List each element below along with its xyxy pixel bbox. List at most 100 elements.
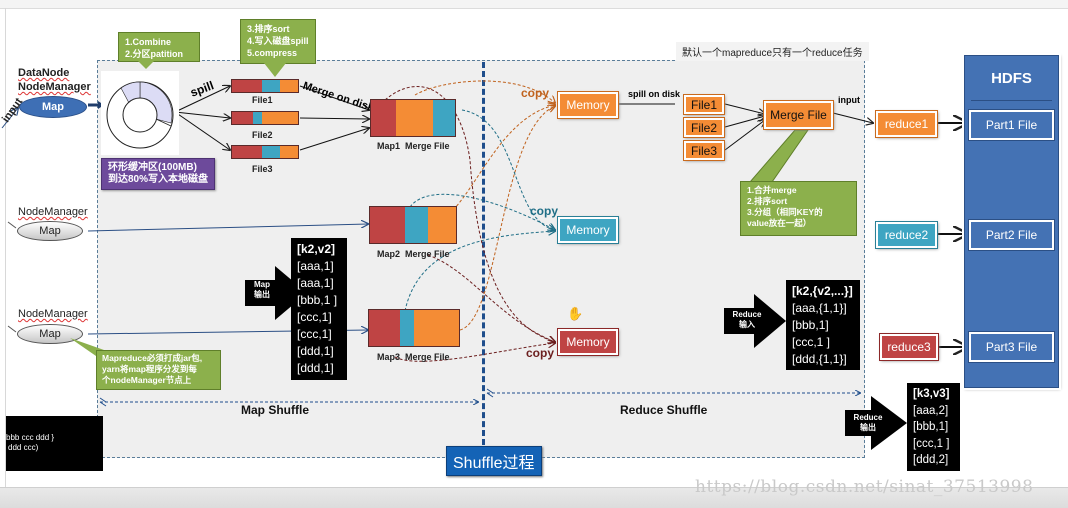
rfile2-arrow — [724, 116, 765, 128]
kv-row: [aaa,{1,1}] — [792, 301, 847, 315]
copy-curve-teal-3 — [404, 231, 555, 312]
callout-line: 3.分组（相同KEY的 — [747, 207, 823, 217]
kv-row: [ccc,1] — [297, 327, 332, 341]
copy-curve-red-3 — [394, 343, 555, 362]
kv-row: [aaa,2] — [913, 404, 949, 417]
arrow-label-line: Reduce — [853, 413, 883, 422]
watermark: https://blog.csdn.net/sinat_37513998 — [695, 477, 1034, 497]
left-rule — [5, 8, 6, 488]
merge-arrow-1 — [299, 85, 369, 110]
map-node-1[interactable]: Map — [19, 96, 87, 118]
map-output-list: [k2,v2] [aaa,1] [aaa,1] [bbb,1 ] [ccc,1]… — [291, 238, 347, 380]
memory-box-teal[interactable]: Memory — [557, 216, 619, 244]
reduce-merge-file[interactable]: Merge File — [763, 100, 834, 130]
callout-line: 2.排序sort — [747, 196, 788, 206]
ring-buffer-image — [101, 71, 179, 155]
spill-arrow-3 — [174, 111, 230, 150]
black-box-line: ddd ccc) — [8, 443, 39, 452]
kv-row: [k3,v3] — [913, 388, 950, 400]
arrow-label-line: Map — [254, 280, 270, 289]
memory-box-red[interactable]: Memory — [557, 328, 619, 356]
rfile1-arrow — [724, 103, 765, 114]
reduce-file-3[interactable]: File3 — [683, 140, 725, 161]
merge-file-label: Map1 Merge File — [377, 141, 450, 151]
combine-callout-pointer — [138, 61, 154, 69]
kv-row: [ddd,{1,1}] — [792, 352, 847, 366]
memory-box-orange[interactable]: Memory — [557, 91, 619, 119]
hdfs-part2[interactable]: Part2 File — [969, 220, 1054, 250]
jar-callout-pointer — [70, 338, 104, 356]
map1-merge-file[interactable] — [370, 99, 456, 137]
callout-line: 环形缓冲区(100MB) — [108, 162, 197, 173]
spill-file-label: File1 — [252, 95, 273, 105]
kv-row: [ddd,1] — [297, 361, 334, 375]
arrow-label-line: 输出 — [254, 290, 270, 299]
kv-row: [bbb,1] — [792, 318, 829, 332]
input-arrow — [1, 108, 18, 129]
callout-line: 3.排序sort — [247, 24, 290, 34]
hdfs-column: HDFS Part1 File Part2 File Part3 File — [964, 55, 1059, 388]
kv-row: [aaa,1] — [297, 276, 334, 290]
spill-file-label: File3 — [252, 164, 273, 174]
merge-arrow-3 — [299, 128, 369, 151]
arrow-label-line: Reduce — [732, 310, 762, 319]
map2-merge-file[interactable] — [369, 206, 457, 244]
copy-label-red: copy — [526, 346, 555, 360]
callout-line: 1.Combine — [125, 37, 172, 47]
callout-line: 2.分区patition — [125, 49, 183, 59]
jar-callout: Mapreduce必须打成jar包, yarn将map程序分发到每 个nodeM… — [96, 350, 221, 390]
rfile3-arrow — [724, 120, 765, 151]
map-reduce-divider — [482, 62, 485, 454]
merge-arrow-2 — [299, 118, 369, 119]
copy-label-orange: copy — [521, 86, 550, 100]
reduce-file-1[interactable]: File1 — [683, 94, 725, 115]
map-node-3[interactable]: Map — [17, 324, 83, 344]
arrow-label-line: 输入 — [739, 320, 755, 329]
reduce-output-list: [k3,v3] [aaa,2] [bbb,1] [ccc,1 ] [ddd,2] — [907, 383, 960, 471]
spill-file-2[interactable] — [231, 111, 299, 125]
copy-curve-red-2 — [427, 254, 555, 342]
reduce-output-arrow — [845, 396, 907, 450]
reduce-input-label: Reduce 输入 — [727, 310, 767, 330]
reduce2-box[interactable]: reduce2 — [875, 221, 938, 249]
reduce1-box[interactable]: reduce1 — [875, 110, 938, 138]
hdfs-part1[interactable]: Part1 File — [969, 110, 1054, 140]
reduce-file-2[interactable]: File2 — [683, 117, 725, 138]
map-output-label: Map 输出 — [248, 280, 276, 300]
spill-file-1[interactable] — [231, 79, 299, 93]
kv-row: [ccc,1] — [297, 310, 332, 324]
datanode-label: DataNode — [18, 67, 70, 79]
spill-on-disk-label: spill on disk — [628, 89, 681, 99]
merge-file-label: Map3 Merge File — [377, 352, 450, 362]
combine-callout: 1.Combine 2.分区patition — [118, 32, 200, 62]
copy-curve-orange-3 — [459, 106, 555, 331]
copy-curve-teal-1 — [461, 109, 555, 230]
kv-row: [k2,v2] — [297, 242, 336, 256]
copy-curve-red-1 — [384, 86, 555, 343]
reduce-input-list: [k2,{v2,...}] [aaa,{1,1}] [bbb,1] [ccc,1… — [786, 280, 860, 370]
map-node-2[interactable]: Map — [17, 221, 83, 241]
kv-row: [ddd,1] — [297, 344, 334, 358]
callout-line: yarn将map程序分发到每 — [102, 364, 197, 374]
shuffle-area — [97, 60, 865, 458]
left-black-box: bbb ccc ddd } ddd ccc) — [6, 416, 103, 471]
reduce-input-arrow — [724, 294, 786, 348]
map2-line — [87, 224, 368, 232]
default-reduce-note: 默认一个mapreduce只有一个reduce任务 — [676, 42, 869, 61]
callout-line: value放在一起） — [747, 218, 812, 228]
hdfs-part3[interactable]: Part3 File — [969, 332, 1054, 362]
hand-cursor-icon: ✋ — [567, 306, 584, 321]
reduce-shuffle-label: Reduce Shuffle — [620, 403, 708, 417]
kv-row: [ccc,1 ] — [913, 437, 950, 450]
map3-merge-file[interactable] — [368, 309, 460, 347]
kv-row: [aaa,1] — [297, 259, 334, 273]
spill-file-3[interactable] — [231, 145, 299, 159]
nodemanager-label-3: NodeManager — [18, 308, 88, 320]
buffer-callout: 环形缓冲区(100MB) 到达80%写入本地磁盘 — [101, 158, 215, 190]
reduce3-box[interactable]: reduce3 — [879, 333, 939, 361]
reduce-output-label: Reduce 输出 — [848, 413, 888, 433]
callout-line: Mapreduce必须打成jar包, — [102, 353, 203, 363]
sort-spill-callout: 3.排序sort 4.写入磁盘spill 5.compress — [240, 19, 316, 64]
spill-arrow-1 — [174, 86, 230, 113]
